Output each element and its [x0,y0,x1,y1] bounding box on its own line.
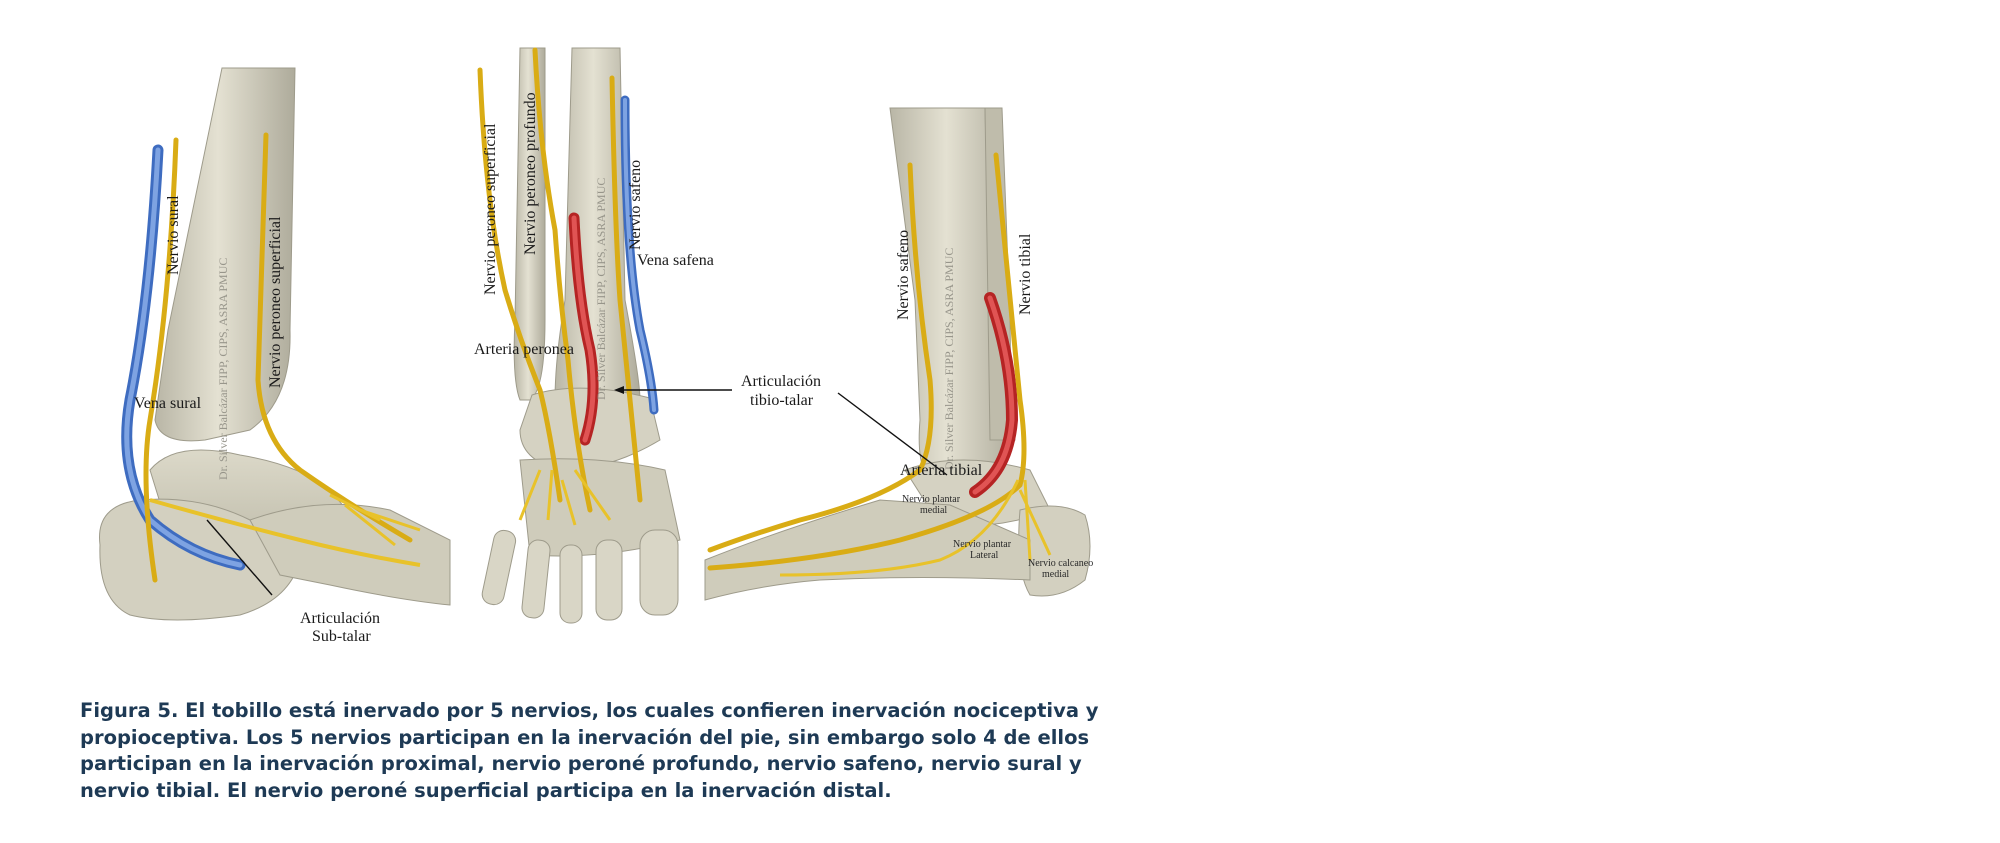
label-nervio-safeno-anterior: Nervio safeno [627,160,644,250]
label-vena-sural: Vena sural [134,395,202,412]
label-plantar-medial-1: Nervio plantar [902,494,961,505]
label-articulacion-tibiotalar-2: tibio-talar [750,392,814,409]
label-calcaneo-medial-1: Nervio calcaneo [1028,558,1093,569]
label-arteria-peronea: Arteria peronea [474,341,574,358]
figure-caption: Figura 5. El tobillo está inervado por 5… [80,699,1099,802]
nervio-peroneo-superficial-line [255,132,413,543]
pointer-tibiotalar-arrow [614,386,624,394]
nervio-safeno-medial [707,162,934,553]
label-nervio-tibial: Nervio tibial [1017,233,1034,315]
toes-anterior [481,529,679,624]
label-articulacion-tibiotalar-1: Articulación [741,373,821,390]
nervio-safeno-anterior [609,75,643,503]
pointer-tibiotalar-medial [837,392,948,476]
pointer-subtalar [206,519,273,596]
nervio-tibial-line [707,152,1027,571]
label-nervio-safeno-medial: Nervio safeno [895,230,912,320]
label-nervio-peroneo-superficial: Nervio peroneo superficial [267,216,284,388]
label-arteria-tibial: Arteria tibial [900,462,983,479]
nervio-peroneo-profundo-anterior [532,47,593,513]
nervio-sural-line [143,137,179,583]
label-calcaneo-medial-2: medial [1042,569,1069,580]
watermark-lateral: Dr. Silver Balcázar FIPP, CIPS, ASRA PMU… [216,258,230,480]
label-plantar-lateral-1: Nervio plantar [953,539,1012,550]
label-plantar-lateral-2: Lateral [970,550,999,561]
label-articulacion-subtalar-1: Articulación [300,610,380,627]
label-articulacion-subtalar-2: Sub-talar [312,628,371,645]
panel-lateral: Nervio sural Nervio peroneo superficial … [99,67,451,645]
panel-medial: Nervio safeno Nervio tibial Dr. Silver B… [704,107,1093,601]
midfoot-bones [249,503,451,606]
panel-anterior: Nervio peroneo superficial Nervio perone… [474,47,821,624]
label-nervio-peroneo-superficial-anterior: Nervio peroneo superficial [482,123,499,295]
watermark-anterior: Dr. Silver Balcázar FIPP, CIPS, ASRA PMU… [594,178,608,400]
label-plantar-medial-2: medial [920,505,947,516]
label-vena-safena: Vena safena [637,252,714,269]
label-nervio-peroneo-profundo: Nervio peroneo profundo [522,92,539,255]
nervio-peroneo-superficial-anterior [477,67,563,503]
label-nervio-sural: Nervio sural [165,195,182,275]
watermark-medial: Dr. Silver Balcázar FIPP, CIPS, ASRA PMU… [942,248,956,470]
